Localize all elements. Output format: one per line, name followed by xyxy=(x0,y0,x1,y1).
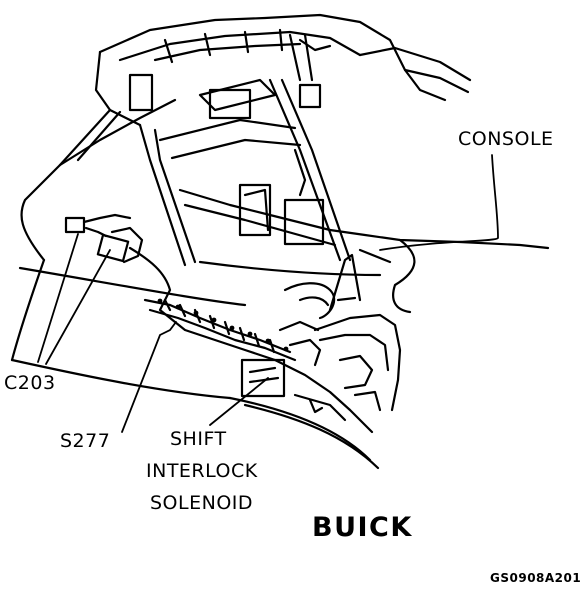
brand-label: BUICK xyxy=(312,512,413,543)
console-skirt xyxy=(328,228,550,250)
s277-label: S277 xyxy=(60,430,111,452)
c203-leader-a xyxy=(37,233,79,363)
left-strut xyxy=(138,123,187,267)
c203-connector-left xyxy=(64,216,86,234)
console-label: CONSOLE xyxy=(458,128,554,150)
figure-code: GS0908A201 xyxy=(490,571,581,585)
shift-label-line1: SHIFT xyxy=(170,428,227,450)
c203-leader-b xyxy=(45,249,111,365)
right-strut xyxy=(268,78,342,262)
shift-label-line3: SOLENOID xyxy=(150,492,254,514)
shifter-mechanism xyxy=(313,313,402,412)
wiring-harness xyxy=(128,246,374,434)
console-leader xyxy=(379,154,499,251)
s277-leader xyxy=(121,321,177,433)
c203-connector-right xyxy=(96,233,130,263)
upper-housing xyxy=(98,13,447,102)
solenoid-leader xyxy=(209,377,269,426)
shift-label-line2: INTERLOCK xyxy=(146,460,258,482)
shift-interlock-solenoid xyxy=(240,358,286,398)
dash-panel-outline xyxy=(20,98,177,262)
c203-label: C203 xyxy=(4,372,56,394)
